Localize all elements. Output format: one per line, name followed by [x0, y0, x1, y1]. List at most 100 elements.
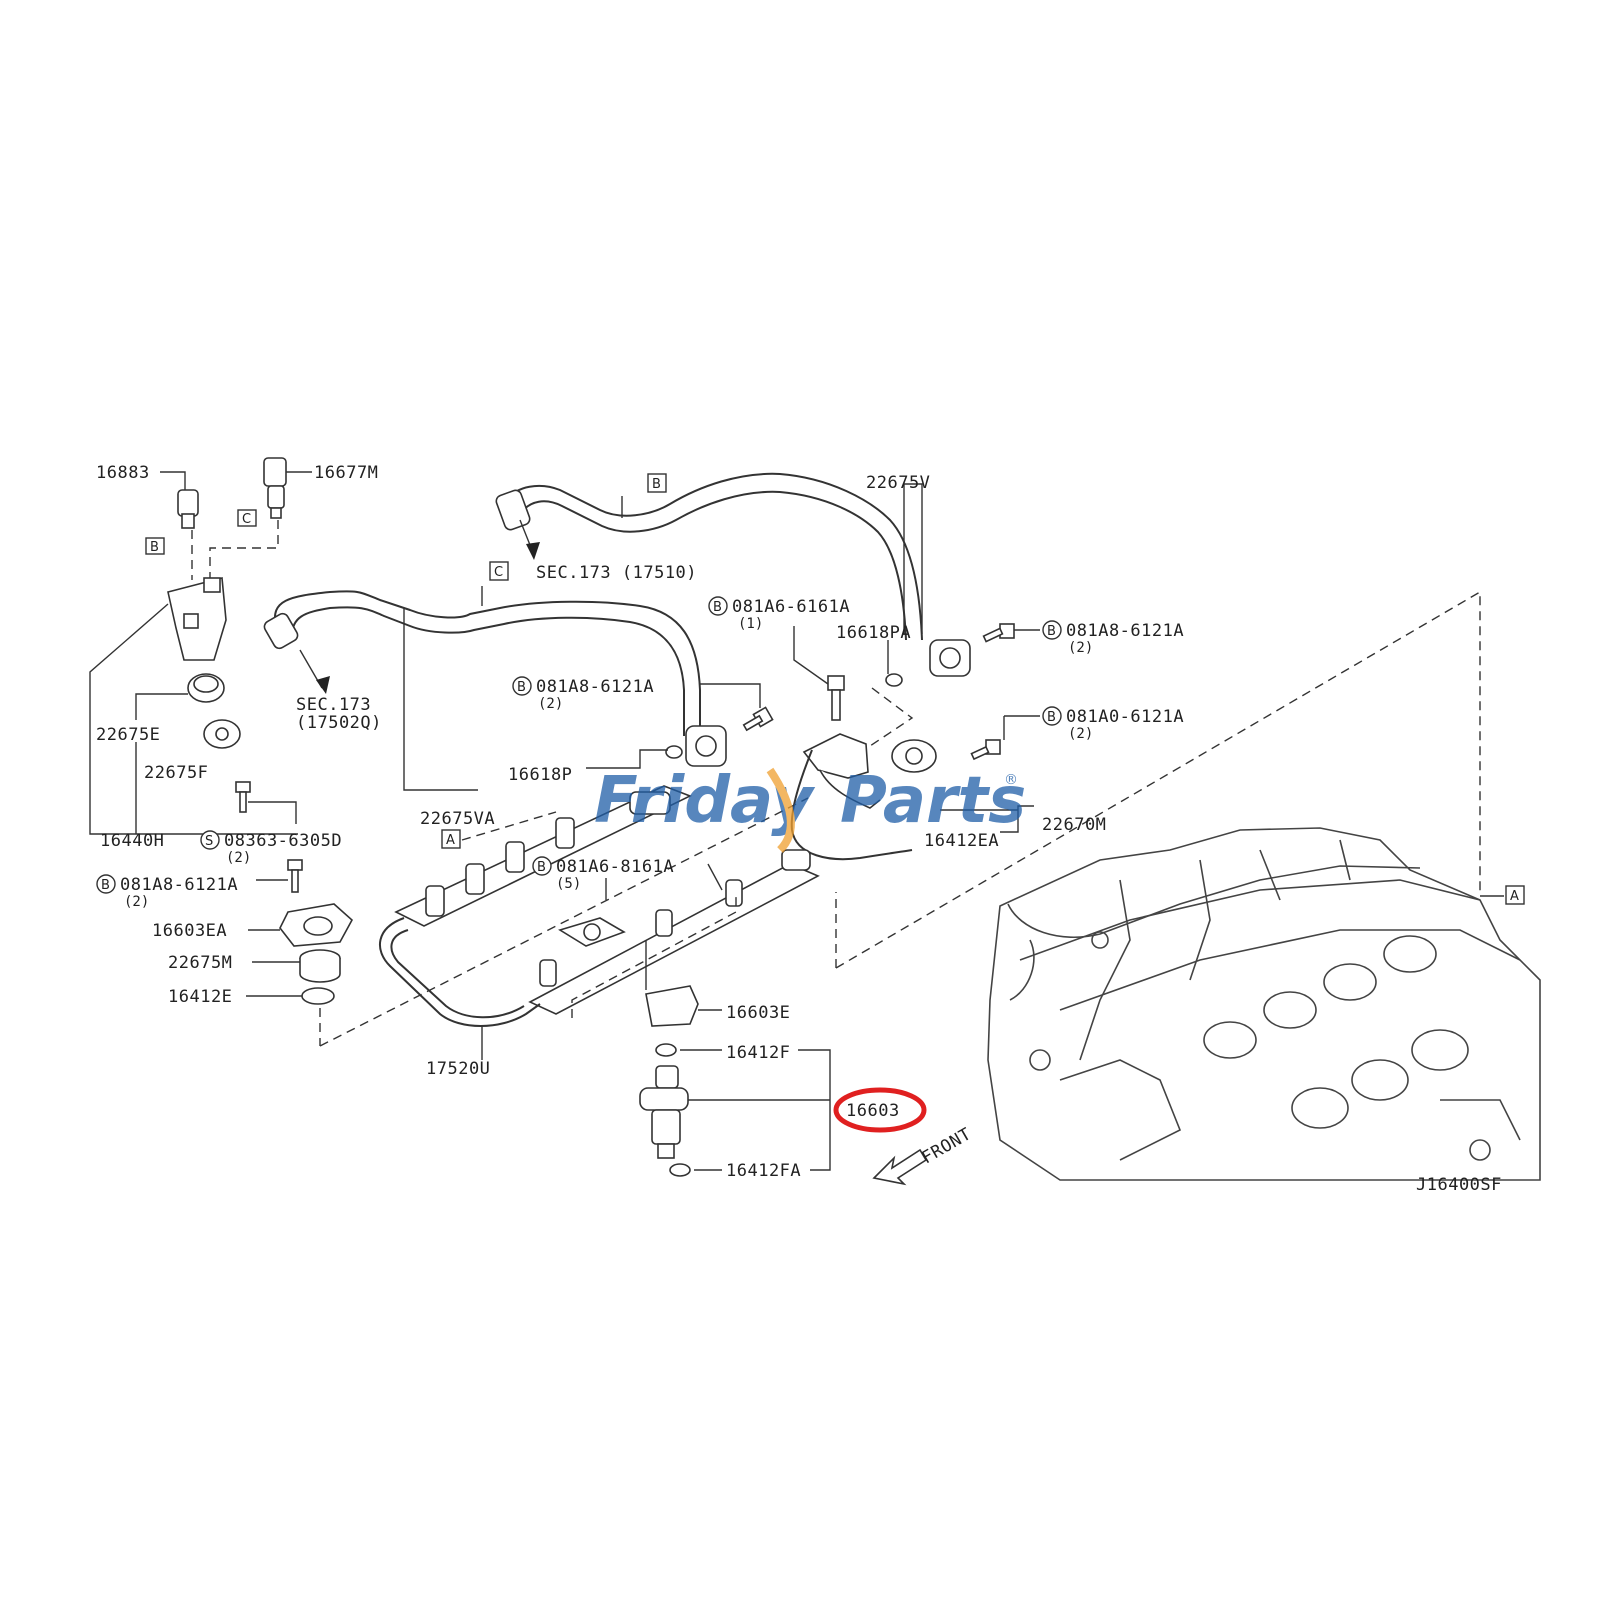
label-16412E: 16412E: [168, 987, 232, 1007]
part-16603-injector: [639, 1065, 689, 1159]
circle-mark-b-right2-label: B: [1047, 710, 1056, 725]
watermark-registered: ®: [1004, 772, 1018, 788]
fuel-tube-17520U: [379, 917, 541, 1027]
label-081A8-6121A-left: 081A8-6121A: [120, 875, 238, 895]
part-08363-6305D-bolt: [235, 781, 251, 813]
label-front: FRONT: [919, 1124, 975, 1168]
label-22675E: 22675E: [96, 725, 160, 745]
engine-block-outline: [987, 827, 1541, 1181]
label-sec173-left-ref: (17502Q): [296, 713, 382, 733]
label-16618P: 16618P: [508, 765, 572, 785]
label-diagram-code: J16400SF: [1416, 1175, 1502, 1195]
label-081A6-8161A-qty: (5): [556, 876, 581, 892]
label-22675M: 22675M: [168, 953, 232, 973]
circle-mark-s: S: [200, 830, 220, 850]
circle-mark-b-top: B: [708, 596, 728, 616]
part-16883-sensor: [177, 489, 199, 529]
part-22675E-grommet: [187, 673, 225, 703]
ref-box-a-right: A: [1505, 885, 1525, 905]
circle-mark-b-mid: B: [512, 676, 532, 696]
part-22675M-cap: [299, 949, 341, 983]
part-16618PA-fitting: [885, 639, 971, 687]
ref-box-b-left: B: [145, 537, 165, 555]
part-22675F-sensor: [203, 719, 241, 749]
label-081A6-6161A: 081A6-6161A: [732, 597, 850, 617]
circle-mark-b-right1-label: B: [1047, 624, 1056, 639]
circle-mark-b-right2: B: [1042, 706, 1062, 726]
ref-box-b-left-label: B: [150, 540, 159, 555]
label-081A6-8161A: 081A6-8161A: [556, 857, 674, 877]
part-081A0-6121A-bolt: [970, 739, 1001, 761]
ref-box-b-top: B: [647, 473, 667, 493]
part-16677M-sensor: [263, 457, 287, 519]
label-22670M: 22670M: [1042, 815, 1106, 835]
part-081A6-6161A-bolt: [827, 675, 845, 721]
part-16603EA-gasket: [279, 903, 354, 947]
highlight-16603: [833, 1087, 927, 1133]
ref-box-c-left: C: [237, 509, 257, 527]
part-16412E-oring: [301, 987, 335, 1005]
watermark-friday: Friday: [594, 764, 815, 838]
watermark-parts: Parts: [840, 764, 1026, 838]
label-16440H: 16440H: [100, 831, 164, 851]
label-22675VA: 22675VA: [420, 809, 495, 829]
watermark-swoosh: [766, 767, 795, 853]
part-16412F-oring: [655, 1043, 677, 1057]
label-16603E: 16603E: [726, 1003, 790, 1023]
circle-mark-b-center-label: B: [537, 860, 546, 875]
circle-mark-b-mid-label: B: [517, 680, 526, 695]
label-16603EA: 16603EA: [152, 921, 227, 941]
label-081A8-6121A-left-qty: (2): [124, 894, 149, 910]
circle-mark-b-left-label: B: [101, 878, 110, 893]
part-22670M-damper: [802, 733, 937, 809]
circle-mark-b-center: B: [532, 856, 552, 876]
part-16440H-bracket: [167, 576, 227, 661]
ref-box-a-left: A: [441, 829, 461, 849]
label-16412EA: 16412EA: [924, 831, 999, 851]
label-22675F: 22675F: [144, 763, 208, 783]
ref-box-a-right-label: A: [1510, 889, 1519, 904]
hose-22675V: [495, 472, 923, 641]
arrow-sec173-left: [316, 676, 330, 694]
label-081A0-6121A-qty: (2): [1068, 726, 1093, 742]
hose-22675VA: [263, 590, 701, 736]
circle-mark-b-left: B: [96, 874, 116, 894]
arrow-sec173-top: [526, 542, 540, 560]
label-16412F: 16412F: [726, 1043, 790, 1063]
fuel-rail-assembly: [394, 785, 820, 1015]
label-16883: 16883: [96, 463, 150, 483]
label-16677M: 16677M: [314, 463, 378, 483]
label-16603: 16603: [846, 1101, 900, 1121]
ref-box-b-top-label: B: [652, 477, 661, 492]
label-sec173-left: SEC.173: [296, 695, 371, 715]
ref-box-c-left-label: C: [242, 512, 251, 527]
label-16618PA: 16618PA: [836, 623, 911, 643]
circle-mark-s-label: S: [205, 834, 213, 849]
fridayparts-watermark: Friday Parts ®: [594, 764, 1026, 853]
ref-box-c-mid: C: [489, 561, 509, 581]
part-081A8-6121A-bolt-right: [982, 623, 1015, 643]
label-081A6-6161A-qty: (1): [738, 616, 763, 632]
circle-mark-b-top-label: B: [713, 600, 722, 615]
label-081A8-6121A-right-qty: (2): [1068, 640, 1093, 656]
part-081A8-6121A-bolt-mid: [742, 706, 774, 732]
front-arrow: [872, 1148, 928, 1186]
part-16412FA-oring: [669, 1163, 691, 1177]
label-081A8-6121A-mid-qty: (2): [538, 696, 563, 712]
label-081A0-6121A: 081A0-6121A: [1066, 707, 1184, 727]
label-08363-6305D-qty: (2): [226, 850, 251, 866]
label-08363-6305D: 08363-6305D: [224, 831, 342, 851]
label-sec173-top: SEC.173 (17510): [536, 563, 697, 583]
label-081A8-6121A-mid: 081A8-6121A: [536, 677, 654, 697]
part-16603E-clip: [645, 985, 699, 1027]
label-081A8-6121A-right: 081A8-6121A: [1066, 621, 1184, 641]
label-22675V: 22675V: [866, 473, 930, 493]
part-081A8-6121A-bolt-left: [287, 859, 303, 893]
part-16618P-fitting: [665, 725, 727, 767]
label-17520U: 17520U: [426, 1059, 490, 1079]
ref-box-c-mid-label: C: [494, 565, 503, 580]
label-16412FA: 16412FA: [726, 1161, 801, 1181]
ref-box-a-left-label: A: [446, 833, 455, 848]
circle-mark-b-right1: B: [1042, 620, 1062, 640]
